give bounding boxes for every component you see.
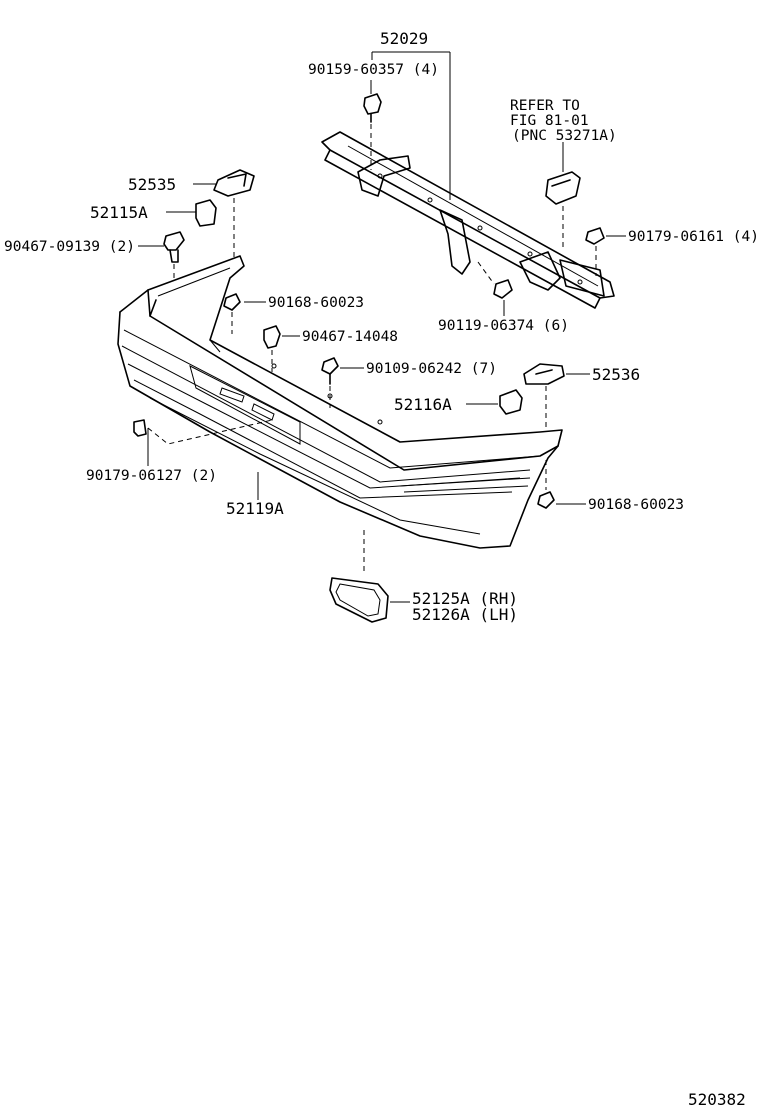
retainer-52536-icon — [523, 363, 565, 428]
spacer-52115a-icon — [195, 199, 217, 227]
label-90467-09139: 90467-09139 (2) — [4, 239, 135, 255]
refer-line-3: (PNC 53271A) — [512, 128, 617, 144]
clip-90467-14048-icon — [263, 325, 281, 372]
bumper-cover-52119a — [117, 255, 563, 549]
retainer-52535-icon — [213, 169, 255, 258]
label-52535: 52535 — [128, 175, 176, 194]
reflector-52125a-icon — [329, 530, 389, 623]
leader-lines — [138, 51, 626, 603]
label-90159-60357: 90159-60357 (4) — [308, 62, 439, 78]
label-90109-06242: 90109-06242 (7) — [366, 361, 497, 377]
refer-bracket-icon — [545, 171, 581, 250]
label-52126a: 52126A (LH) — [412, 605, 518, 624]
label-52125a: 52125A (RH) — [412, 589, 518, 608]
refer-line-2: FIG 81-01 — [510, 113, 589, 129]
bolt-90159-icon — [363, 93, 382, 170]
nut-90179-06127-icon — [133, 419, 273, 445]
label-90168-60023-upper: 90168-60023 — [268, 295, 364, 311]
spacer-52116a-icon — [499, 389, 523, 415]
nut-90179-06161-icon — [585, 227, 605, 276]
clip-90467-09139-icon — [163, 231, 185, 280]
refer-line-1: REFER TO — [510, 98, 580, 114]
label-90467-14048: 90467-14048 — [302, 329, 398, 345]
label-52116a: 52116A — [394, 395, 452, 414]
label-90119-06374: 90119-06374 (6) — [438, 318, 569, 334]
label-90168-60023-lower: 90168-60023 — [588, 497, 684, 513]
label-52119a: 52119A — [226, 499, 284, 518]
screw-90168-lower-icon — [537, 460, 555, 509]
label-52115a: 52115A — [90, 203, 148, 222]
screw-90109-icon — [321, 357, 339, 408]
screw-90168-upper-icon — [223, 293, 241, 334]
label-52536: 52536 — [592, 365, 640, 384]
label-90179-06127: 90179-06127 (2) — [86, 468, 217, 484]
diagram-code: 520382 — [688, 1090, 746, 1109]
bolt-90119-icon — [477, 261, 513, 299]
label-52029: 52029 — [380, 29, 428, 48]
label-90179-06161: 90179-06161 (4) — [628, 229, 759, 245]
bumper-reinforcement-52029 — [321, 131, 615, 309]
